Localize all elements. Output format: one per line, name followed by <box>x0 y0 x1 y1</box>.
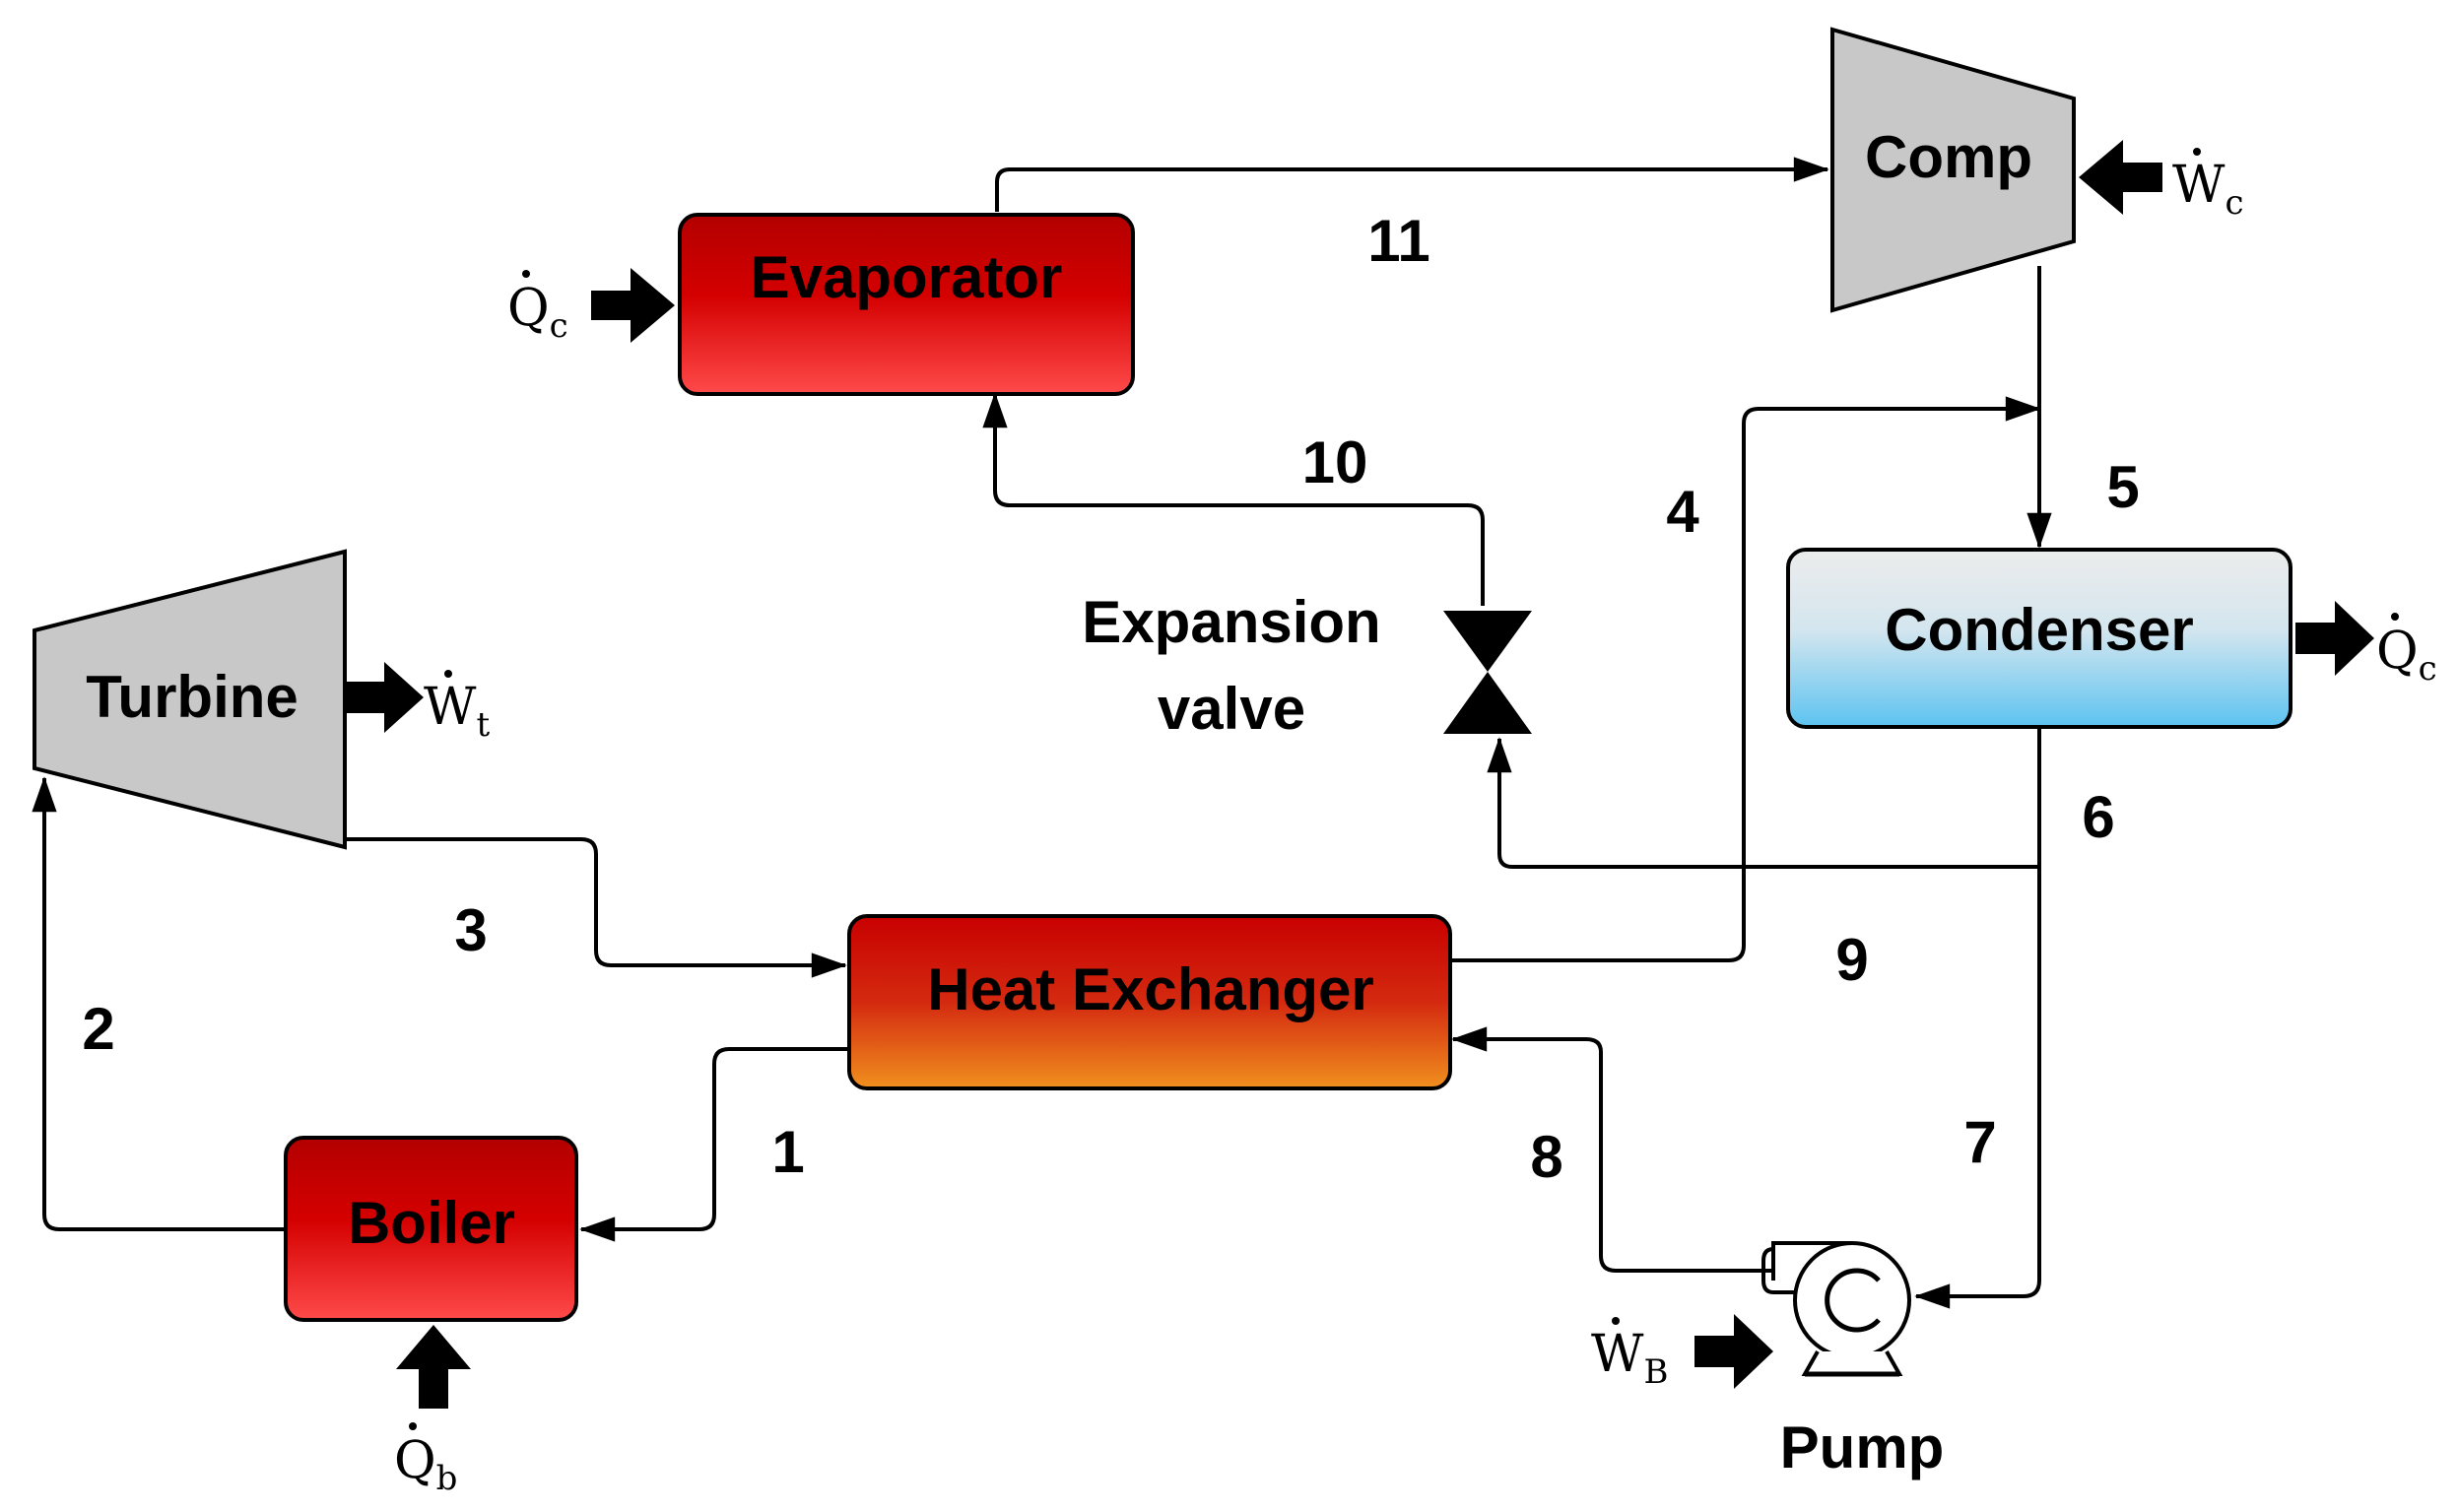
evaporator-heat-symbol: Qc <box>507 270 568 346</box>
flow-line-11 <box>995 157 1829 212</box>
flow-line-10 <box>982 392 1485 606</box>
state-point-2: 2 <box>82 996 114 1062</box>
pump-work-input-arrow <box>1694 1314 1773 1389</box>
flow-line-8 <box>1451 1026 1773 1273</box>
flow-line-3 <box>345 837 847 978</box>
pump-label: Pump <box>1780 1414 1945 1480</box>
svg-text:Wt: Wt <box>424 678 490 745</box>
state-point-5: 5 <box>2106 454 2139 520</box>
svg-text:Qc: Qc <box>507 279 568 346</box>
expansion-valve-label-line1: Expansion <box>1082 589 1380 655</box>
turbine-work-output-arrow <box>345 662 424 733</box>
evaporator-block: Evaporator <box>678 213 1135 396</box>
state-point-10: 10 <box>1302 429 1368 495</box>
heat-exchanger-block: Heat Exchanger <box>847 914 1452 1090</box>
heat-exchanger-label: Heat Exchanger <box>927 956 1374 1022</box>
boiler-block: Boiler <box>284 1136 578 1322</box>
flow-line-1 <box>579 1047 849 1242</box>
svg-text:Qc: Qc <box>2376 622 2437 689</box>
svg-text:Wc: Wc <box>2172 156 2244 223</box>
compressor-label: Comp <box>1865 124 2032 190</box>
flow-line-7 <box>1914 726 2041 1309</box>
state-point-1: 1 <box>771 1119 804 1185</box>
evaporator-heat-input-arrow <box>591 268 675 343</box>
flow-line-9 <box>1487 737 2039 869</box>
condenser-heat-output-arrow <box>2295 601 2374 676</box>
boiler-label: Boiler <box>348 1190 515 1256</box>
svg-text:Qb: Qb <box>394 1431 457 1498</box>
compressor-block: Comp <box>1830 27 2076 313</box>
expansion-valve-icon <box>1443 611 1532 734</box>
condenser-heat-symbol: Qc <box>2376 613 2437 689</box>
state-point-9: 9 <box>1835 927 1868 993</box>
state-point-3: 3 <box>454 897 487 963</box>
condenser-block: Condenser <box>1786 548 2292 729</box>
evaporator-label: Evaporator <box>751 244 1063 310</box>
boiler-heat-symbol: Qb <box>394 1422 457 1498</box>
condenser-label: Condenser <box>1885 597 2193 663</box>
state-point-4: 4 <box>1666 479 1699 545</box>
flow-line-2 <box>32 776 286 1231</box>
state-point-8: 8 <box>1530 1124 1562 1190</box>
compressor-work-symbol: Wc <box>2172 148 2244 223</box>
pump-work-symbol: WB <box>1591 1317 1668 1392</box>
pump-icon <box>1761 1241 1911 1377</box>
svg-text:WB: WB <box>1591 1325 1668 1392</box>
turbine-work-symbol: Wt <box>424 670 490 745</box>
turbine-block: Turbine <box>33 549 347 850</box>
state-point-7: 7 <box>1963 1109 1996 1175</box>
expansion-valve-label-line2: valve <box>1158 676 1305 742</box>
compressor-work-input-arrow <box>2079 140 2162 215</box>
flow-line-4 <box>1448 396 2041 962</box>
boiler-heat-input-arrow <box>396 1325 471 1409</box>
state-point-6: 6 <box>2082 784 2114 850</box>
state-point-11: 11 <box>1367 208 1429 274</box>
turbine-label: Turbine <box>86 664 299 730</box>
